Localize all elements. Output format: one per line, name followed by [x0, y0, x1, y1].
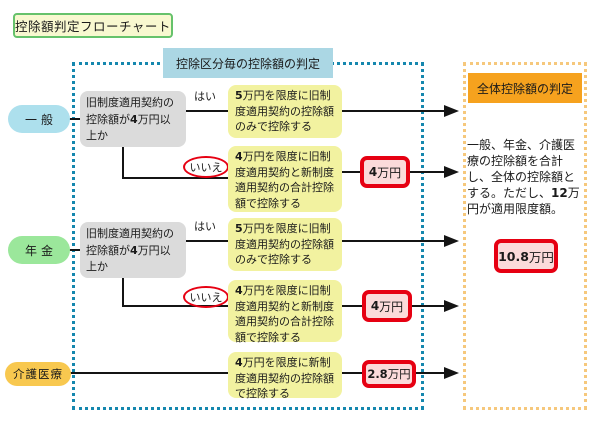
- category-label-general: 一般: [8, 105, 70, 133]
- connector-line: [122, 305, 228, 307]
- total-deduction-panel-border: [463, 62, 587, 410]
- connector-line: [62, 118, 80, 120]
- total-description: 一般、年金、介護医療の控除額を合計し、全体の控除額とする。ただし、12万円が適用…: [467, 138, 580, 216]
- condition-box-pension: 旧制度適用契約の控除額が4万円以上か: [80, 222, 186, 278]
- category-label-pension: 年金: [8, 236, 70, 264]
- no-label-pension: いいえ: [183, 286, 229, 308]
- yes-label-general: はい: [194, 90, 216, 103]
- no-label-general: いいえ: [183, 156, 229, 178]
- result-box-pension-no: 4万円を限度に旧制度適用契約と新制度適用契約の合計控除額で控除する: [228, 280, 342, 344]
- connector-line: [60, 372, 228, 374]
- connector-line: [62, 249, 80, 251]
- arrow-head-icon: [444, 367, 459, 379]
- yes-label-pension: はい: [194, 220, 216, 233]
- connector-line: [412, 305, 445, 307]
- arrow-head-icon: [444, 166, 459, 178]
- connector-line: [342, 171, 360, 173]
- total-panel-header: 全体控除額の判定: [468, 73, 582, 103]
- connector-line: [186, 240, 228, 242]
- connector-line: [122, 146, 124, 178]
- connector-line: [410, 171, 445, 173]
- connector-line: [342, 110, 445, 112]
- arrow-head-icon: [444, 235, 459, 247]
- connector-line: [342, 372, 362, 374]
- arrow-head-icon: [444, 105, 459, 117]
- result-box-general-yes: 5万円を限度に旧制度適用契約の控除額のみで控除する: [228, 85, 342, 138]
- connector-line: [122, 177, 228, 179]
- page-title: 控除額判定フローチャート: [13, 13, 173, 38]
- result-box-care: 4万円を限度に新制度適用契約の控除額で控除する: [228, 352, 342, 400]
- arrow-head-icon: [444, 300, 459, 312]
- per-category-panel-header: 控除区分毎の控除額の判定: [163, 48, 333, 78]
- connector-line: [342, 305, 362, 307]
- result-box-pension-yes: 5万円を限度に旧制度適用契約の控除額のみで控除する: [228, 218, 342, 271]
- result-box-general-no: 4万円を限度に旧制度適用契約と新制度適用契約の合計控除額で控除する: [228, 146, 342, 212]
- connector-line: [342, 240, 445, 242]
- connector-line: [122, 277, 124, 307]
- category-label-care: 介護医療: [5, 362, 71, 386]
- connector-line: [416, 372, 445, 374]
- condition-box-general: 旧制度適用契約の控除額が4万円以上か: [80, 91, 186, 147]
- connector-line: [186, 110, 228, 112]
